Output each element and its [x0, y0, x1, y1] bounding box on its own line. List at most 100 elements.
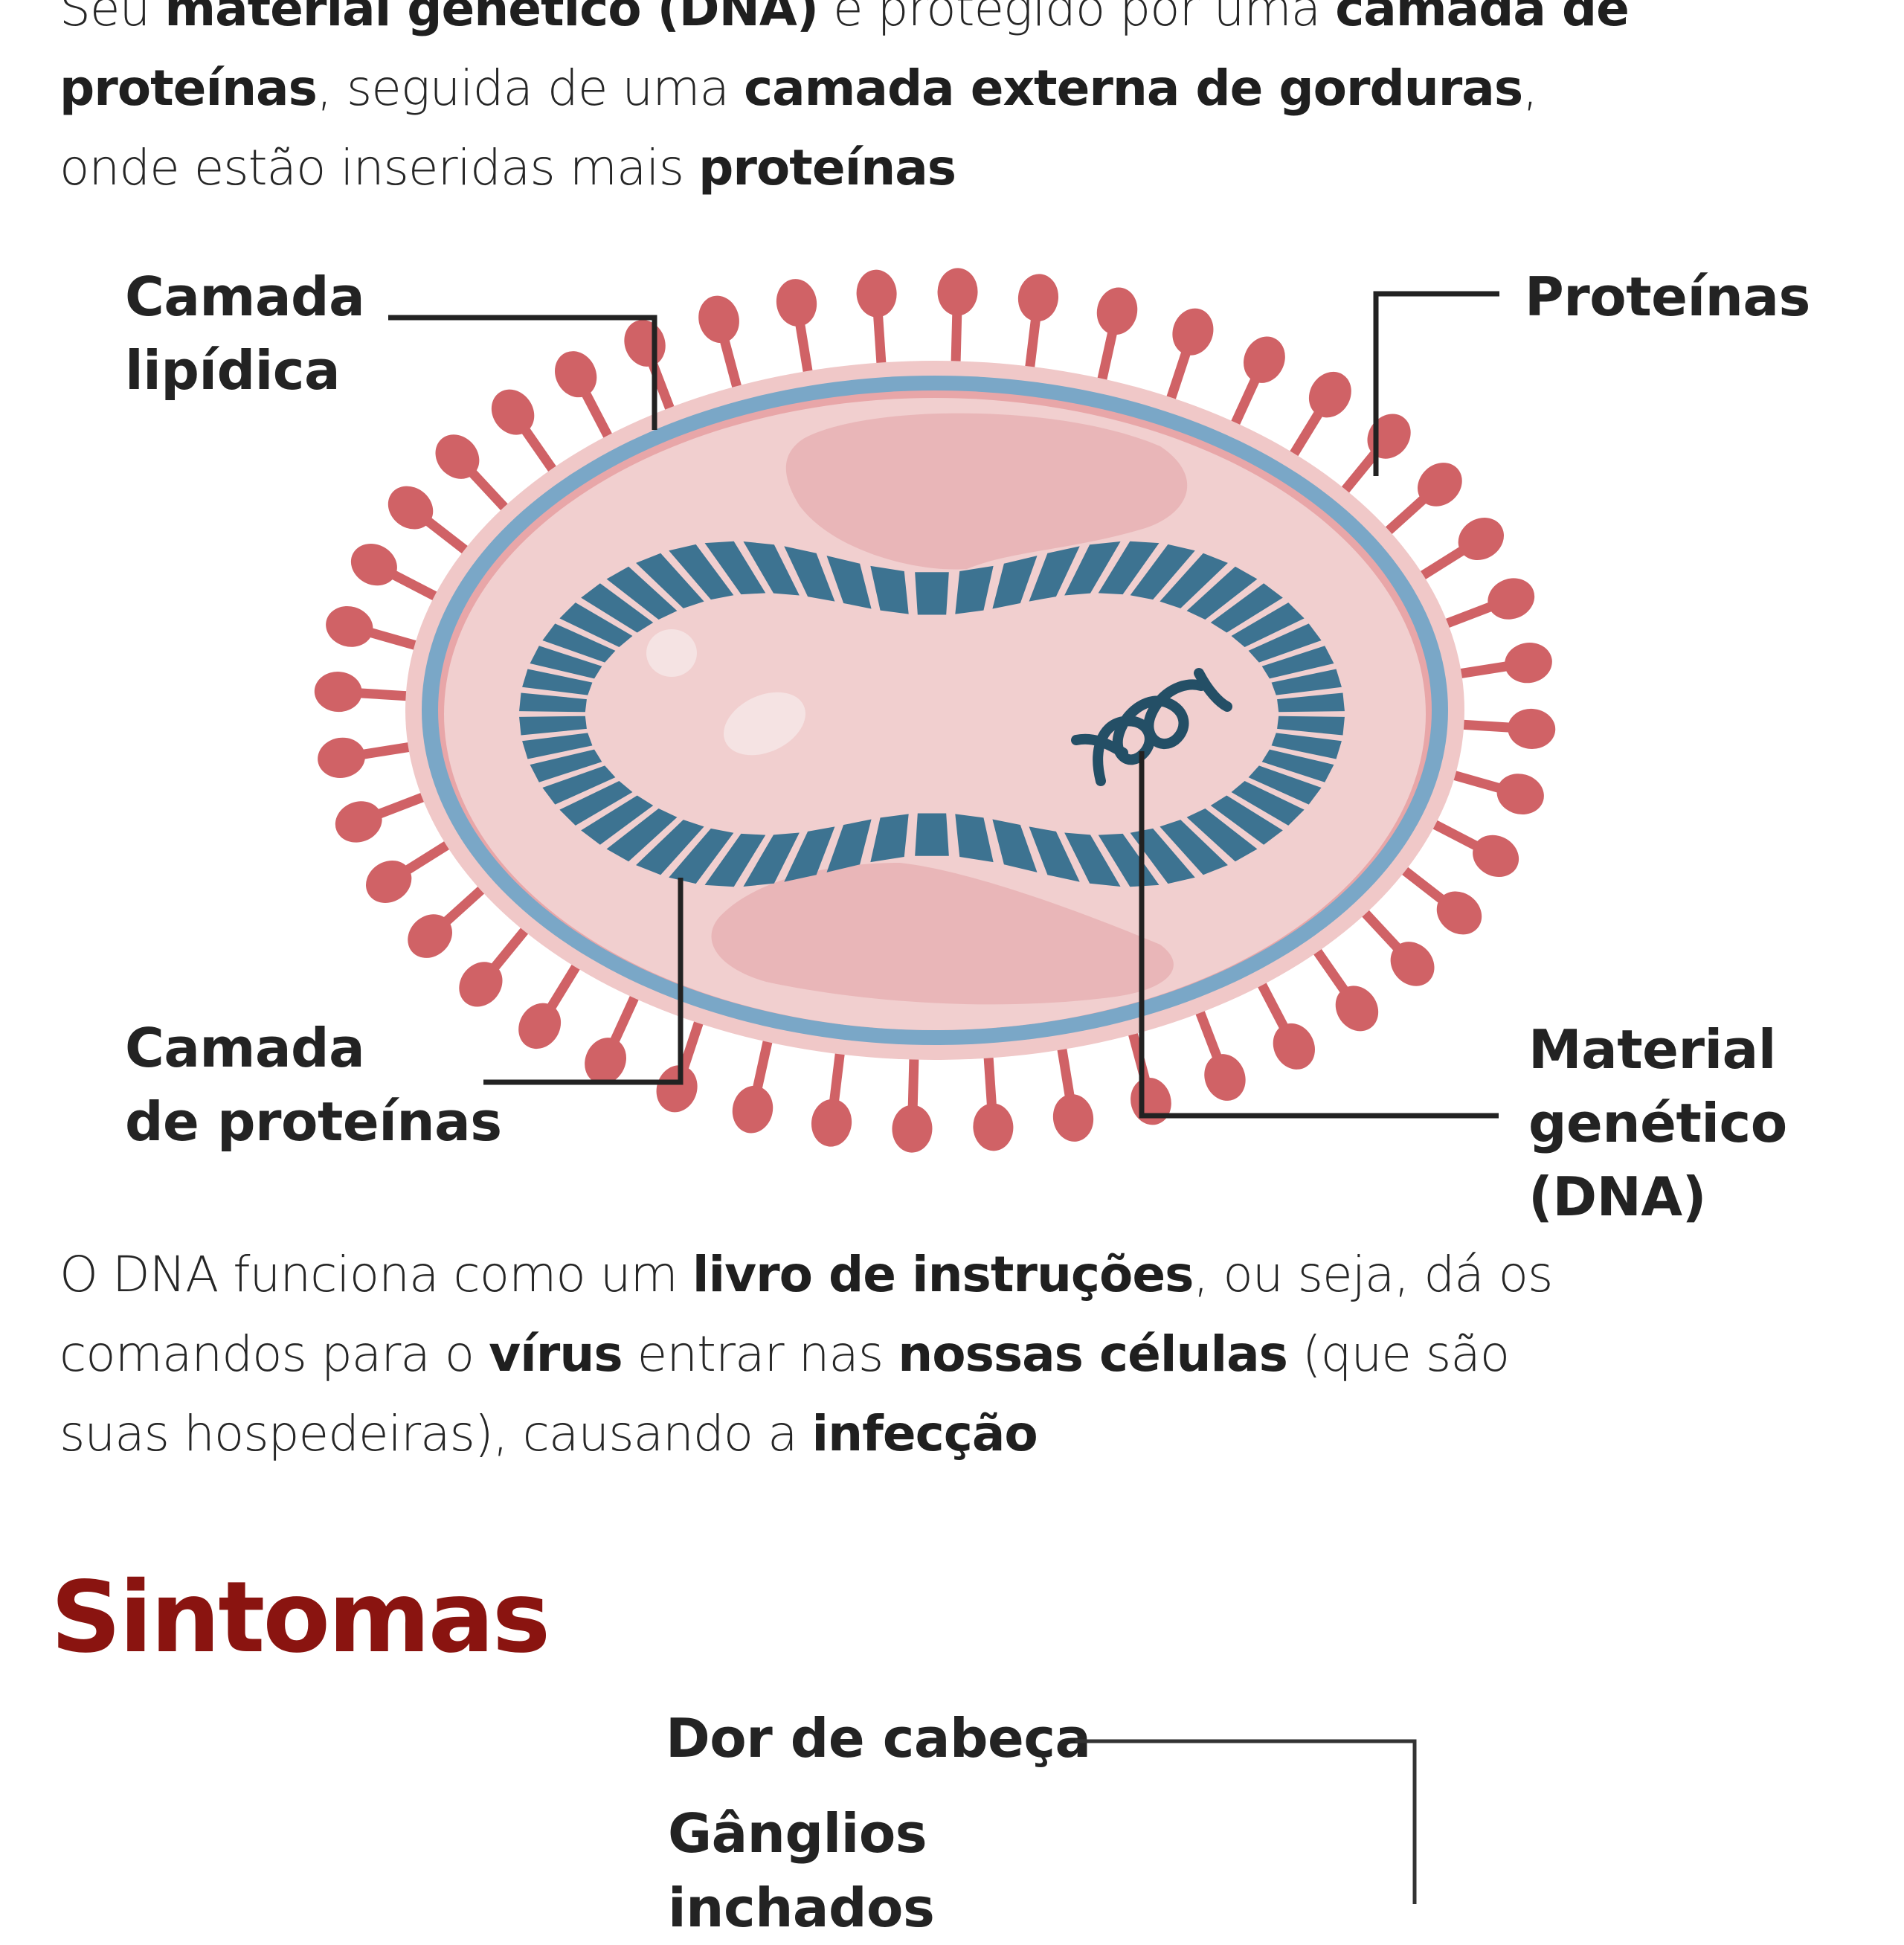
protein-spike: [1407, 518, 1504, 588]
protein-spike: [387, 486, 480, 563]
capsid-segment: [826, 819, 872, 872]
capsid-segment: [606, 566, 678, 620]
capsid-segment: [530, 749, 602, 782]
capsid-segment: [915, 572, 949, 615]
leader-lines: [388, 291, 1499, 1119]
text: comandos para o: [60, 1325, 489, 1383]
protein-spike: [892, 1044, 933, 1153]
symptom-leader-lines: [1075, 1739, 1417, 1904]
protein-spike: [366, 832, 463, 903]
protein-spike: [435, 434, 518, 522]
protein-spike: [776, 279, 817, 387]
capsid-segment: [784, 546, 835, 602]
capsid-segment: [1271, 733, 1342, 759]
paragraph-line: O DNA funciona como um livro de instruçõ…: [60, 1235, 1553, 1314]
protein-spike: [335, 787, 440, 843]
paragraph-line: onde estão inseridas mais proteínas: [60, 128, 1629, 208]
leader-protein-layer: [483, 878, 684, 1085]
protein-spike: [937, 268, 978, 376]
capsid-segment: [1231, 781, 1305, 826]
capsid-segment: [1098, 541, 1160, 595]
bold-text: material genético (DNA): [164, 0, 819, 37]
text: , ou seja, dá os: [1193, 1246, 1553, 1303]
capsid-segment: [1186, 808, 1258, 862]
protein-spike: [1351, 898, 1435, 986]
protein-spike: [408, 876, 496, 958]
protein-spike: [1017, 274, 1059, 382]
leader-lipid: [388, 315, 657, 430]
capsid-segment: [992, 819, 1038, 872]
protein-spike: [1418, 813, 1519, 878]
symptom-label: Gânglios: [668, 1802, 927, 1865]
protein-spike: [1125, 1018, 1171, 1125]
bold-text: proteínas: [60, 60, 318, 117]
capsid-segment: [1130, 544, 1195, 600]
capsid-segment: [559, 781, 633, 826]
protein-spike: [732, 1026, 776, 1134]
protein-spike: [1374, 463, 1462, 544]
text: onde estão inseridas mais: [60, 139, 699, 196]
capsid-segment: [1261, 749, 1334, 782]
symptom-label: Dor de cabeça: [666, 1707, 1091, 1769]
capsid-segment: [522, 669, 593, 695]
bold-text: proteínas: [698, 139, 956, 196]
capsid-segment: [955, 565, 994, 614]
capsid-segment: [1277, 692, 1345, 713]
label-line: Material: [1528, 1018, 1776, 1081]
capsid-segment: [1130, 828, 1195, 884]
capsid-segment: [669, 544, 734, 600]
text: , seguida de uma: [316, 60, 744, 117]
capsid-segment: [1210, 583, 1283, 633]
capsid-segment: [704, 541, 766, 595]
protein-spike: [350, 543, 451, 608]
text: é protegido por uma: [818, 0, 1336, 37]
label-line: Proteínas: [1525, 266, 1810, 328]
intro-paragraph: Seu material genético (DNA) é protegido …: [60, 0, 1630, 208]
leader-dna: [1139, 751, 1499, 1119]
protein-spike: [1250, 969, 1315, 1070]
protein-spike: [1389, 858, 1482, 935]
label-line: de proteínas: [125, 1090, 502, 1153]
label-line: Camada: [125, 266, 365, 328]
protein-spike: [1052, 1034, 1094, 1142]
capsid-segment: [1261, 646, 1334, 679]
capsid-segment: [870, 565, 909, 614]
protein-spike: [1094, 287, 1138, 395]
text: O DNA funciona como um: [60, 1246, 692, 1303]
upper-lobe: [785, 413, 1188, 570]
protein-spike: [973, 1043, 1014, 1151]
capsid-segment: [519, 716, 587, 736]
dna-helix-icon: [1071, 668, 1232, 786]
capsid-segment: [992, 556, 1038, 609]
protein-capsid-band: [519, 541, 1345, 887]
capsid-segment: [915, 813, 949, 856]
capsid-segment: [826, 556, 872, 609]
capsid-segment: [1029, 546, 1080, 602]
capsid-segment: [1064, 541, 1121, 596]
protein-spike: [1430, 578, 1535, 634]
text: ,: [1522, 60, 1538, 117]
protein-spike: [624, 320, 680, 424]
bold-text: nossas células: [898, 1325, 1288, 1383]
capsid-segment: [784, 826, 835, 882]
capsid-segment: [1271, 669, 1342, 695]
virus-diagram: [314, 268, 1556, 1153]
capsid-segment: [522, 733, 593, 759]
capsid-segment: [955, 814, 994, 863]
symptoms-heading: Sintomas: [51, 1560, 550, 1675]
text: entrar nas: [622, 1325, 898, 1383]
capsid-segment: [1210, 795, 1283, 845]
label-lipid-layer: Camada lipídica: [125, 260, 365, 408]
protein-spike: [1225, 336, 1285, 439]
label-line: Camada: [125, 1017, 365, 1079]
label-genetic-material: Material genético (DNA): [1528, 1013, 1787, 1234]
protein-spike: [656, 1007, 708, 1113]
protein-spike: [1281, 371, 1351, 469]
capsid-segment: [1231, 602, 1305, 647]
capsid-segment: [870, 814, 909, 863]
label-protein-layer: Camada de proteínas: [125, 1012, 502, 1159]
capsid-segment: [704, 833, 766, 887]
protein-spike: [459, 916, 538, 1007]
bold-text: camada externa de gorduras: [743, 60, 1523, 117]
paragraph-line: proteínas, seguida de uma camada externa…: [60, 48, 1629, 128]
